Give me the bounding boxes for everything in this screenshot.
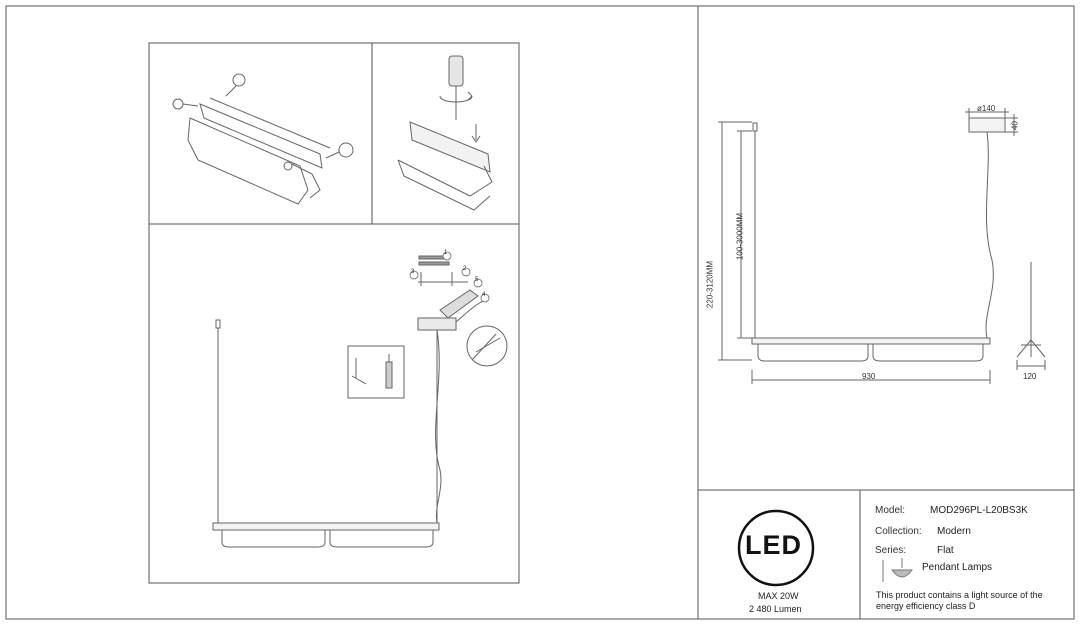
step-number: 3	[411, 269, 415, 275]
power-max: MAX 20W	[758, 591, 799, 601]
series-label: Series:	[875, 545, 907, 556]
model-label: Model:	[875, 505, 906, 516]
dimension-canopy-height: 40	[1010, 121, 1020, 130]
energy-note-line2: energy efficiency class D	[876, 601, 976, 611]
lamp-type: Pendant Lamps	[922, 562, 993, 573]
step-number: 5	[475, 277, 479, 283]
pendant-lamp-illustration	[212, 299, 489, 548]
step-number: 1	[444, 250, 448, 256]
energy-note-line1: This product contains a light source of …	[876, 590, 1043, 600]
screwdriver-illustration	[397, 55, 493, 211]
dimension-height-adjust: 100-3000MM	[735, 212, 745, 261]
dimension-drawing	[718, 108, 1046, 384]
dimension-height-total: 220-3120MM	[705, 260, 715, 309]
assembly-instructions	[148, 42, 520, 584]
led-logo: LED	[745, 530, 802, 560]
step-number: 2	[463, 266, 467, 272]
step-markers	[409, 251, 490, 303]
series-value: Flat	[937, 545, 954, 556]
dimension-canopy-diameter: ø140	[977, 104, 996, 113]
led-logo-circle	[737, 509, 815, 587]
wiring-detail	[347, 255, 508, 399]
collection-label: Collection:	[875, 526, 922, 537]
dimension-length: 930	[862, 372, 876, 381]
dimension-depth: 120	[1023, 372, 1037, 381]
pendant-lamp-icon	[882, 558, 913, 582]
shade-assembly-illustration	[172, 73, 354, 205]
collection-value: Modern	[937, 526, 971, 537]
step-number: 4	[482, 292, 486, 298]
sheet-frame	[5, 5, 1075, 620]
power-lumen: 2 480 Lumen	[749, 604, 802, 614]
model-value: MOD296PL-L20BS3K	[930, 505, 1028, 516]
